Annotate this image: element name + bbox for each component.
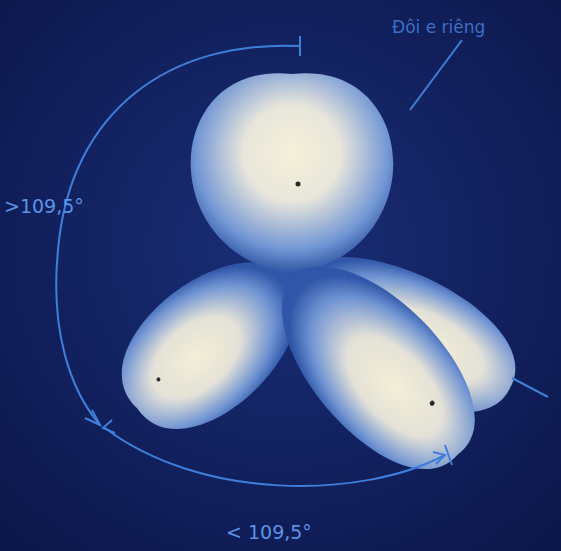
bond-orbital: [244, 230, 505, 499]
angle-label: >109,5°: [4, 196, 84, 217]
nucleus-dot: [296, 182, 301, 187]
nucleus-dot: [429, 400, 436, 407]
lone-pair-label: Đôi e riêng: [392, 18, 485, 37]
angle-label: < 109,5°: [226, 522, 312, 543]
angle-arc: [56, 36, 548, 486]
nucleus-dot: [156, 377, 162, 383]
lone-pair-orbital: [191, 73, 394, 274]
